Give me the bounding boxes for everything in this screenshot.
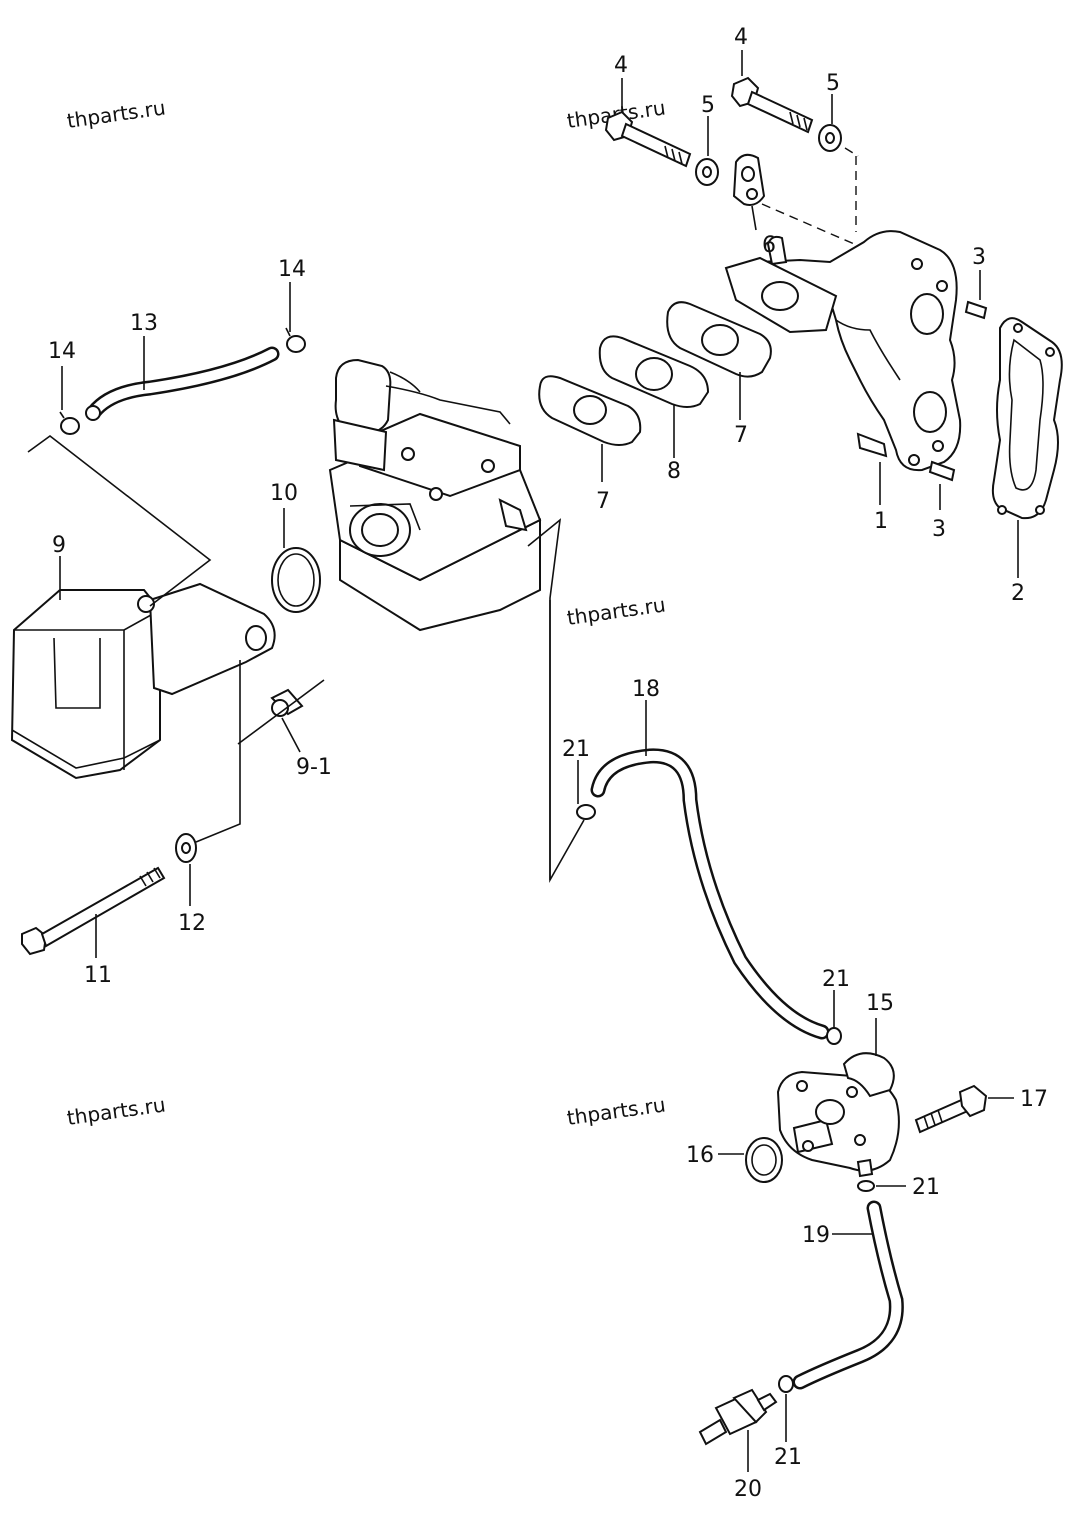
callout-1: 1 [874,509,888,534]
callout-8: 8 [667,459,681,484]
part-6-clamp [732,153,766,206]
part-21-clip-pump-top [826,1027,842,1045]
leader-dashed [761,203,869,251]
callout-3: 3 [972,245,986,270]
part-18-hose [590,748,830,1040]
callout-labels: 1 2 3 3 4 4 5 5 6 7 7 8 9 9-1 10 11 12 1… [48,25,1048,1502]
callout-6: 6 [762,233,776,258]
callout-21: 21 [912,1175,940,1200]
watermark-text: thparts.ru [65,1092,167,1130]
part-19-hose [792,1200,904,1390]
callout-20: 20 [734,1477,762,1502]
watermark-text: thparts.ru [565,592,667,630]
callout-14: 14 [48,339,76,364]
part-5-washer-right [818,124,842,152]
watermark-text: thparts.ru [565,1092,667,1130]
part-15-fuel-pump [776,1052,900,1178]
part-21-clip-lower [778,1375,794,1393]
callout-7: 7 [734,423,748,448]
callout-3: 3 [932,517,946,542]
callout-4: 4 [614,53,628,78]
part-12-washer [175,833,197,863]
callout-16: 16 [686,1143,714,1168]
part-13-hose [85,346,280,421]
callout-14: 14 [278,257,306,282]
callout-4: 4 [734,25,748,50]
part-10-o-ring [271,547,321,613]
callout-12: 12 [178,911,206,936]
part-5-washer-left [695,158,719,186]
part-8-insulator [598,335,710,408]
part-16-o-ring [745,1137,783,1183]
callout-21: 21 [562,737,590,762]
part-9-1-collar [270,688,304,717]
callout-18: 18 [632,677,660,702]
callout-7: 7 [596,489,610,514]
part-2-gasket [991,317,1063,520]
part-3-dowel-top [964,300,988,320]
part-21-clip-pump-bottom [857,1180,875,1192]
part-4-bolt-right [730,76,814,134]
part-14-clip-left [59,411,80,435]
callout-2: 2 [1011,581,1025,606]
part-9-silencer [10,582,276,780]
part-3-dowel-bottom [928,460,956,482]
callout-10: 10 [270,481,298,506]
callout-9: 9 [52,533,66,558]
part-21-clip-upper [576,804,596,820]
part-17-bolt [914,1084,988,1134]
callout-17: 17 [1020,1087,1048,1112]
callout-19: 19 [802,1223,830,1248]
part-20-fuel-filter [698,1388,778,1446]
part-7-gasket-lower [538,375,642,446]
callout-5: 5 [826,71,840,96]
part-14-clip-right [285,327,306,353]
leader-dashed [844,147,859,157]
callout-21: 21 [822,967,850,992]
carburetor [328,358,542,632]
part-4-bolt-left [604,110,692,168]
callout-21: 21 [774,1445,802,1470]
part-1-intake-manifold [724,230,962,472]
callout-15: 15 [866,991,894,1016]
part-11-bolt [21,866,166,956]
part-7-gasket-upper [666,301,772,378]
callout-13: 13 [130,311,158,336]
callout-5: 5 [701,93,715,118]
callout-11: 11 [84,963,112,988]
leader-lines [27,50,1019,1472]
watermark-text: thparts.ru [65,95,167,133]
callout-9-1: 9-1 [296,755,332,780]
